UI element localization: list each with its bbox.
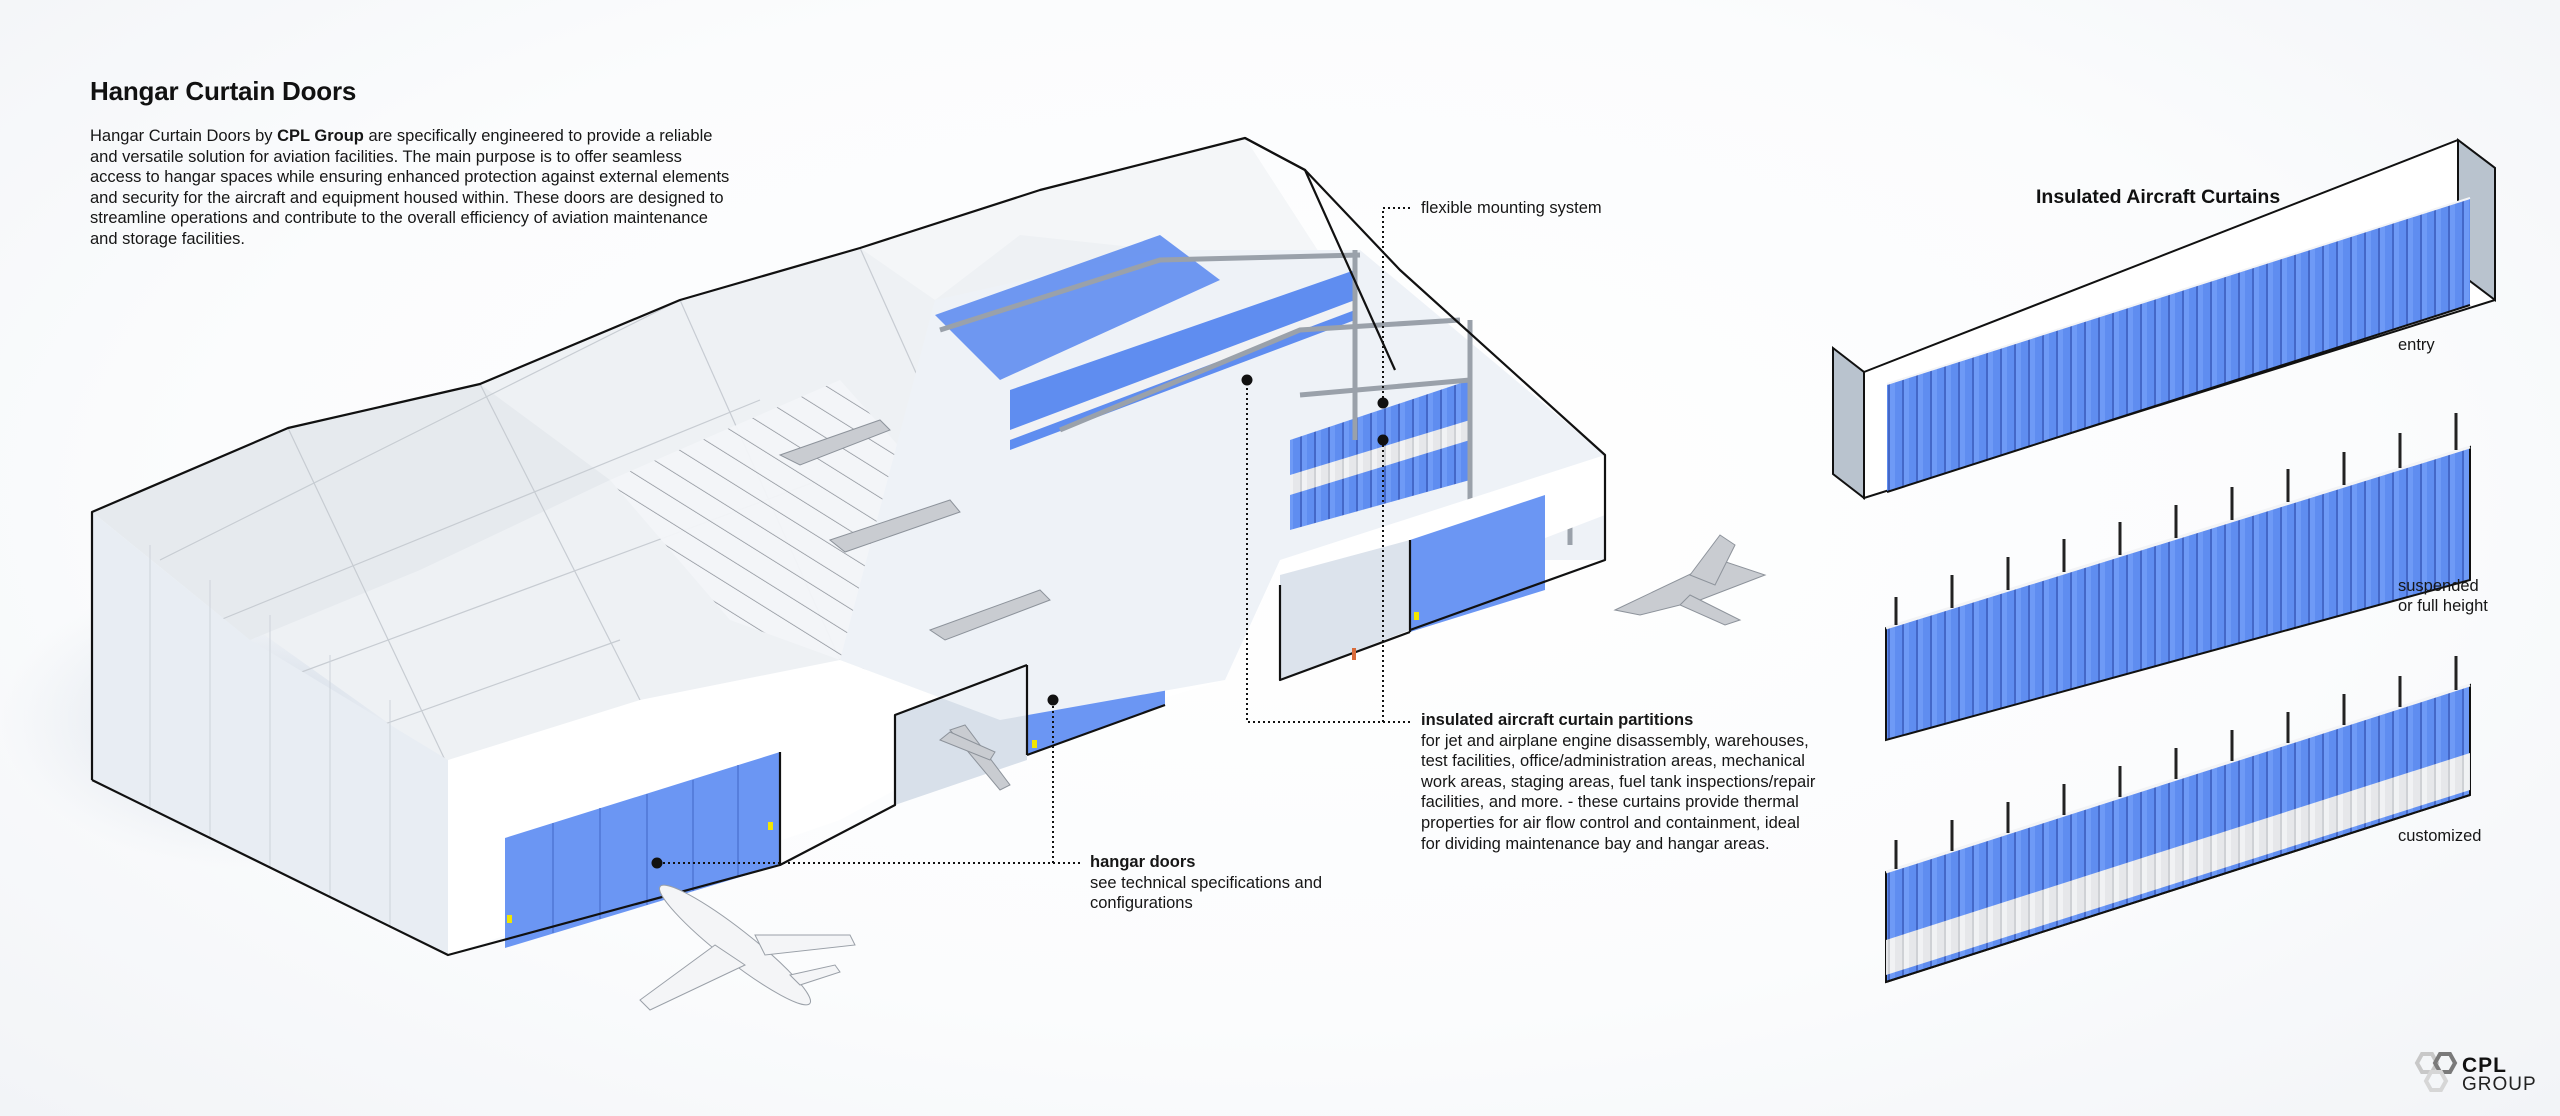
callout-dot-door-main: [651, 857, 663, 869]
curtain-customized-illustration: [1885, 656, 2471, 984]
callout-hangar-doors: hangar doors see technical specification…: [1090, 852, 1350, 914]
interior-curtain-back: [935, 235, 1220, 380]
intro-paragraph: Hangar Curtain Doors by CPL Group are sp…: [90, 126, 730, 250]
airliner-icon: [639, 884, 856, 1011]
callout-dot-door-mid: [1047, 694, 1059, 706]
curtain-suspended-illustration: [1885, 413, 2471, 742]
callout-dot-mount: [1377, 397, 1389, 409]
intro-suffix: are specifically engineered to provide a…: [90, 127, 730, 248]
variant-label-suspended: suspended or full height: [2398, 576, 2488, 616]
variant-label-suspended-line1: suspended: [2398, 577, 2479, 595]
callout-doors-body: see technical specifications and configu…: [1090, 873, 1323, 913]
logo-text-cpl: CPL: [2462, 1054, 2507, 1077]
variant-label-customized: customized: [2398, 827, 2482, 845]
callout-partitions-body: for jet and airplane engine disassembly,…: [1421, 731, 1816, 853]
callout-dot-partition-2: [1377, 434, 1389, 446]
variant-label-suspended-line2: or full height: [2398, 597, 2488, 615]
curtain-entry-illustration: [1832, 137, 2496, 501]
callout-dot-partition-1: [1241, 374, 1253, 386]
logo-text-group: GROUP: [2462, 1074, 2537, 1095]
callout-mounting-system: flexible mounting system: [1421, 198, 1602, 219]
intro-brand: CPL Group: [277, 127, 364, 145]
variant-label-entry: entry: [2398, 336, 2435, 354]
callout-mounting-title: flexible mounting system: [1421, 199, 1602, 217]
fighter-jet-icon: [778, 419, 1767, 791]
hangar-door-right: [1410, 495, 1545, 632]
hexagon-logo-icon: [2414, 1052, 2458, 1092]
intro-prefix: Hangar Curtain Doors by: [90, 127, 278, 145]
curtains-panel-title: Insulated Aircraft Curtains: [2036, 186, 2281, 208]
person-icon: [1352, 648, 1356, 660]
callout-partitions-title: insulated aircraft curtain partitions: [1421, 711, 1694, 729]
cpl-group-logo: CPL GROUP: [2410, 1050, 2550, 1100]
page-title: Hangar Curtain Doors: [90, 76, 357, 106]
hangar-door-main: [505, 752, 780, 948]
callout-doors-title: hangar doors: [1090, 853, 1196, 871]
callout-curtain-partitions: insulated aircraft curtain partitions fo…: [1421, 710, 1821, 854]
